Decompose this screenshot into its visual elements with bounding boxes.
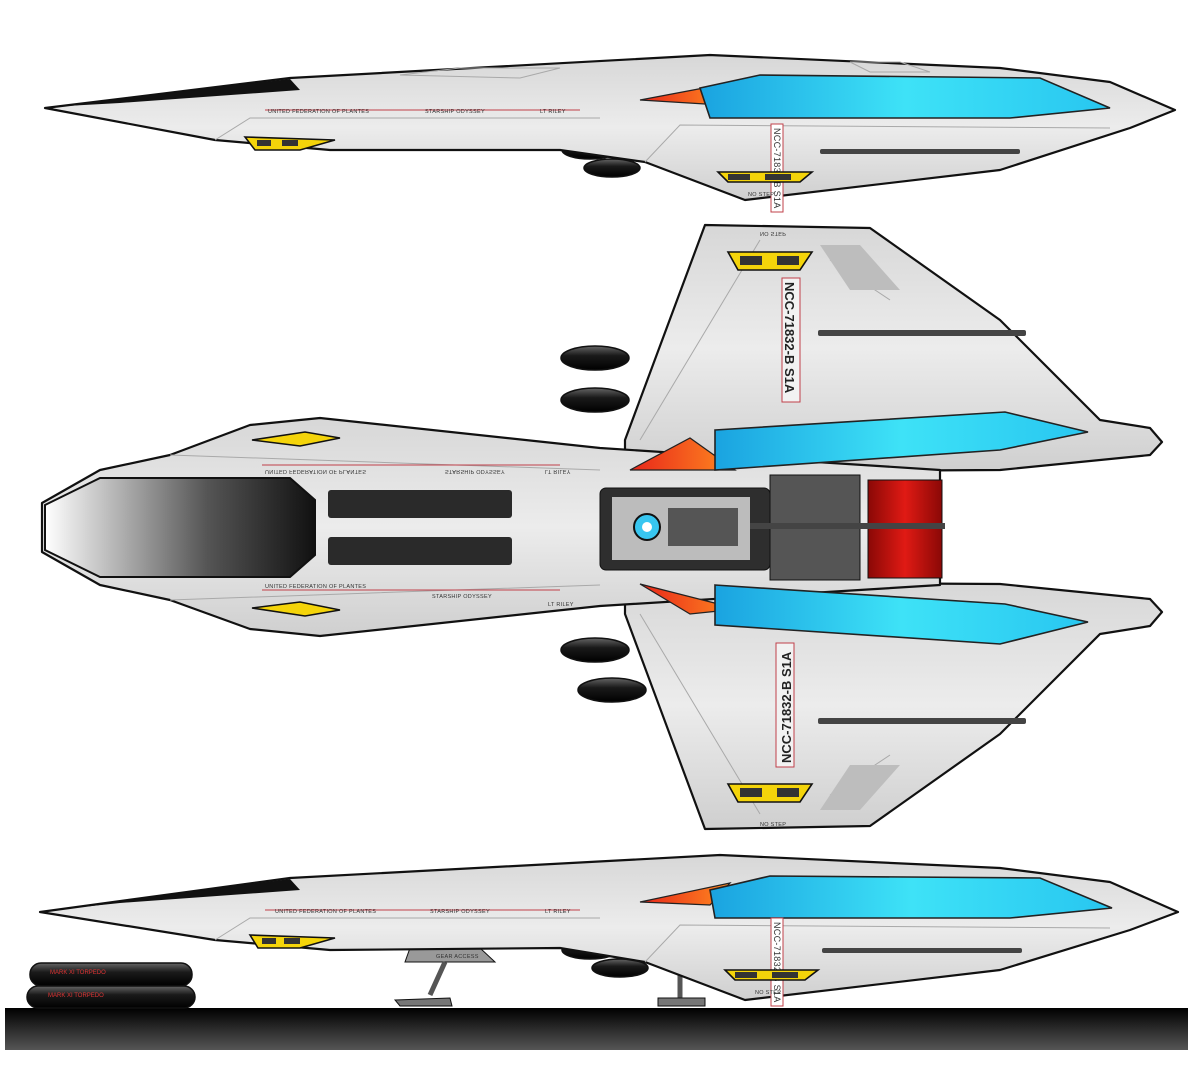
- torpedo-pod: [577, 677, 647, 703]
- main-body: [40, 416, 942, 638]
- nose-strip: [44, 879, 300, 911]
- no-step-label: NO STEP: [755, 990, 781, 996]
- svg-text:NCC-71832-B S1A: NCC-71832-B S1A: [772, 922, 782, 1003]
- torpedo-pod: [560, 387, 630, 413]
- landing-gear: GEAR ACCESS: [393, 947, 706, 1007]
- pilot-label: LT RILEY: [540, 109, 566, 115]
- torpedo-label: MARK XI TORPEDO: [50, 970, 106, 976]
- torpedo-pod: [560, 345, 630, 371]
- yellow-vent: [716, 171, 815, 183]
- torpedo-pod: [591, 958, 649, 978]
- torpedo-stack: MARK XI TORPEDO MARK XI TORPEDO: [26, 962, 196, 1009]
- yellow-vent: [726, 783, 814, 803]
- registry-mark-upper: NCC-71832-B S1A: [781, 277, 801, 403]
- ship-name-label: STARSHIP ODYSSEY: [425, 109, 485, 115]
- gear-access-label: GEAR ACCESS: [436, 954, 479, 960]
- side-view-landed: MARK XI TORPEDO MARK XI TORPEDO GEAR ACC…: [5, 853, 1188, 1050]
- side-view-top: UNITED FEDERATION OF PLANTES STARSHIP OD…: [43, 53, 1177, 213]
- canopy-window: [709, 875, 1113, 919]
- svg-text:NCC-71832-B S1A: NCC-71832-B S1A: [772, 128, 782, 209]
- yellow-vent: [726, 251, 814, 271]
- torpedo-label: MARK XI TORPEDO: [48, 993, 104, 999]
- registry-mark: NCC-71832-B S1A: [770, 917, 784, 1007]
- no-step-label-mirrored: NO STEP: [760, 230, 786, 236]
- federation-label-mirrored: UNITED FEDERATION OF PLANTES STARSHIP OD…: [265, 468, 571, 474]
- federation-label: UNITED FEDERATION OF PLANTES: [275, 909, 376, 915]
- pilot-label: LT RILEY: [548, 602, 574, 608]
- hull-bar: [818, 718, 1026, 724]
- svg-text:NCC-71832-B S1A: NCC-71832-B S1A: [782, 282, 797, 394]
- torpedo-pod: [583, 158, 641, 178]
- hull-bar: [822, 948, 1022, 953]
- no-step-label: NO STEP: [748, 192, 774, 198]
- hull-bar: [818, 330, 1026, 336]
- federation-label: UNITED FEDERATION OF PLANTES: [268, 109, 369, 115]
- svg-text:LT RILEY: LT RILEY: [545, 468, 571, 474]
- accent-panel: [629, 437, 737, 471]
- svg-text:STARSHIP ODYSSEY: STARSHIP ODYSSEY: [445, 468, 505, 474]
- plan-view: UNITED FEDERATION OF PLANTES STARSHIP OD…: [40, 223, 1164, 831]
- svg-text:NCC-71832-B S1A: NCC-71832-B S1A: [779, 651, 794, 763]
- nose-strip: [48, 79, 300, 107]
- hatch-panel: [328, 537, 512, 565]
- window-upper: [714, 411, 1089, 471]
- hatch-panel: [328, 490, 512, 518]
- ship-name-label: STARSHIP ODYSSEY: [432, 594, 492, 600]
- no-step-label: NO STEP: [760, 822, 786, 828]
- registry-mark-lower: NCC-71832-B S1A: [775, 642, 795, 768]
- torpedo-pod: [560, 637, 630, 663]
- canopy-window: [698, 74, 1111, 119]
- yellow-vent: [248, 934, 336, 949]
- svg-text:UNITED FEDERATION OF PLANTES: UNITED FEDERATION OF PLANTES: [265, 468, 366, 474]
- accent-panel: [639, 583, 739, 615]
- ground: [5, 1008, 1188, 1050]
- pilot-label: LT RILEY: [545, 909, 571, 915]
- yellow-vent: [251, 601, 341, 617]
- federation-label: UNITED FEDERATION OF PLANTES: [265, 584, 366, 590]
- hull-bar: [820, 149, 1020, 154]
- yellow-vent: [243, 136, 336, 151]
- cockpit-canopy: [44, 477, 316, 578]
- ship-name-label: STARSHIP ODYSSEY: [430, 909, 490, 915]
- window-lower: [714, 584, 1089, 645]
- yellow-vent: [723, 969, 821, 981]
- yellow-vent: [251, 431, 341, 447]
- registry-mark: NCC-71832-B S1A: [770, 123, 784, 213]
